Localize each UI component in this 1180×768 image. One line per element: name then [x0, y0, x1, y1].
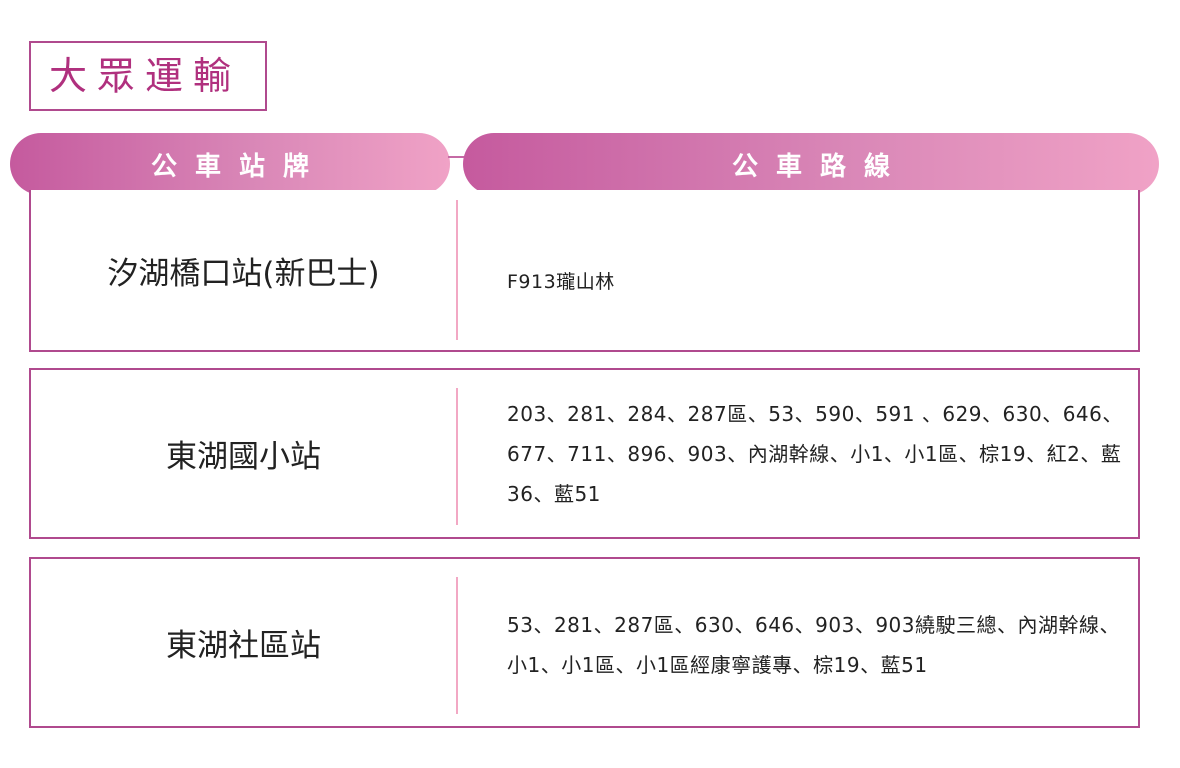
route-list: F913瓏山林	[507, 271, 615, 293]
row-divider	[456, 388, 458, 525]
table-row: 東湖國小站	[29, 368, 1140, 539]
page-title-box: 大眾運輸	[29, 41, 267, 111]
stop-name: 東湖國小站	[166, 439, 321, 475]
table-row: 東湖社區站	[29, 557, 1140, 728]
header-stop-pill: 公車站牌	[10, 133, 450, 195]
row-divider	[456, 200, 458, 340]
header-route-label: 公車路線	[731, 151, 908, 182]
page-title: 大眾運輸	[49, 54, 242, 98]
header-stop-label: 公車站牌	[150, 151, 327, 182]
header-connector	[448, 156, 466, 158]
route-list: 53、281、287區、630、646、903、903繞駛三總、內湖幹線、小1、…	[507, 613, 1120, 677]
row-divider	[456, 577, 458, 714]
table-row: 汐湖橋口站(新巴士)	[29, 190, 1140, 352]
stop-name: 東湖社區站	[166, 628, 321, 664]
stop-name: 汐湖橋口站(新巴士)	[107, 255, 380, 292]
route-list: 203、281、284、287區、53、590、591 、629、630、646…	[507, 402, 1123, 506]
header-route-pill: 公車路線	[463, 133, 1159, 195]
